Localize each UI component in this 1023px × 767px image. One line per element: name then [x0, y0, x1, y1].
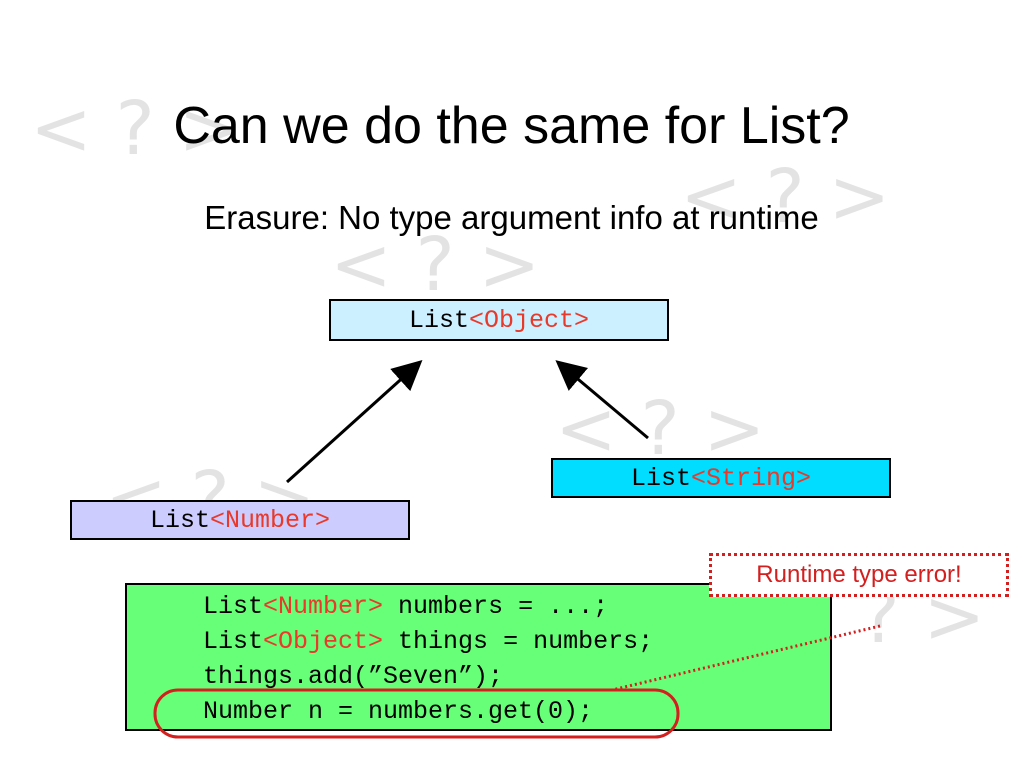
code-line: List<Number> numbers = ...; — [203, 592, 609, 621]
inheritance-arrow-number — [285, 359, 423, 484]
code-line-error: Number n = numbers.get(0); — [203, 697, 594, 726]
error-highlight-ellipse — [153, 688, 680, 739]
code-line: things.add(”Seven”); — [203, 662, 504, 691]
code-block: List<Number> numbers = ...; List<Object>… — [125, 583, 832, 731]
box-base-type: List — [408, 305, 469, 335]
box-type-argument: <Number> — [209, 505, 331, 535]
box-base-type: List — [630, 463, 691, 493]
box-type-argument: <Object> — [468, 305, 590, 335]
slide-title: Can we do the same for List? — [173, 97, 850, 155]
callout-connector — [611, 624, 881, 692]
slide-subtitle: Erasure: No type argument info at runtim… — [204, 199, 819, 236]
list-number-box: List<Number> — [70, 500, 410, 540]
code-line: List<Object> things = numbers; — [203, 627, 654, 656]
box-type-argument: <String> — [690, 463, 812, 493]
box-base-type: List — [149, 505, 210, 535]
runtime-error-callout: Runtime type error! — [709, 553, 1009, 597]
list-string-box: List<String> — [551, 458, 891, 498]
inheritance-arrow-string — [555, 360, 649, 440]
list-object-box: List<Object> — [329, 299, 669, 341]
